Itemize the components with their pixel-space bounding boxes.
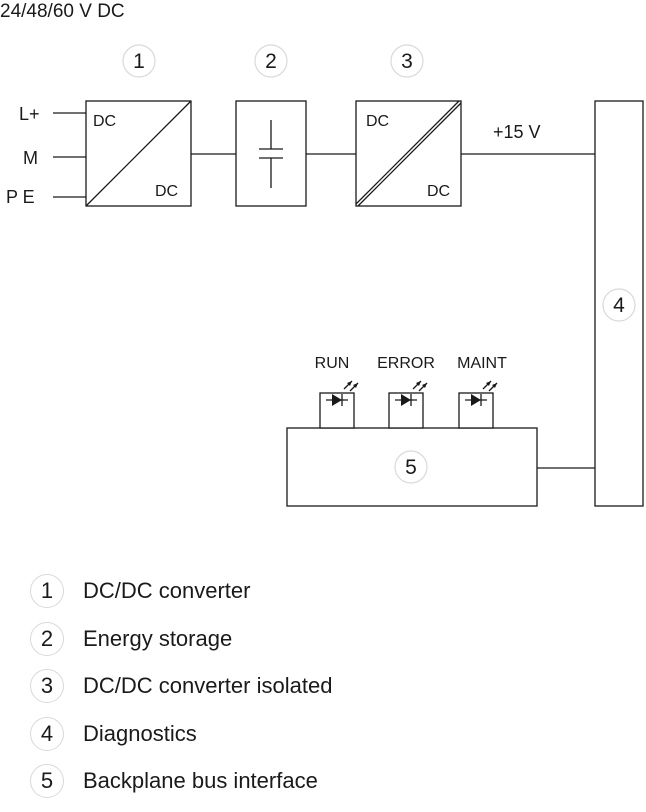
legend-number: 4 bbox=[30, 716, 64, 751]
led-run-icon bbox=[319, 380, 359, 429]
supply-voltage-label: 24/48/60 V DC bbox=[0, 1, 125, 22]
isolated-dcdc-converter-block: DC DC bbox=[355, 100, 462, 207]
led-maint-icon bbox=[458, 380, 498, 429]
callout-1-label: 1 bbox=[133, 50, 145, 73]
callout-2-label: 2 bbox=[265, 50, 277, 73]
rail-voltage-label: +15 V bbox=[493, 122, 541, 142]
legend-item: 1 DC/DC converter bbox=[30, 574, 630, 622]
callout-3-label: 3 bbox=[401, 50, 413, 73]
energy-storage-block bbox=[235, 100, 307, 207]
legend-number: 3 bbox=[30, 669, 64, 703]
legend-item: 5 Backplane bus interface bbox=[30, 764, 630, 812]
dcdc-converter-in-label: DC bbox=[93, 113, 116, 130]
legend-item: 4 Diagnostics bbox=[30, 716, 630, 765]
diagnostics-block: 4 bbox=[594, 100, 644, 507]
legend-item: 3 DC/DC converter isolated bbox=[30, 669, 630, 717]
dcdc-converter-block: DC DC bbox=[85, 100, 192, 207]
callout-5-label: 5 bbox=[405, 456, 417, 479]
callout-1: 1 bbox=[122, 44, 156, 78]
legend-number: 5 bbox=[30, 764, 64, 798]
legend: 1 DC/DC converter 2 Energy storage 3 DC/… bbox=[30, 574, 630, 812]
legend-number: 2 bbox=[30, 621, 64, 656]
legend-text: Diagnostics bbox=[83, 720, 197, 746]
legend-text: Energy storage bbox=[83, 625, 233, 651]
led-label-run: RUN bbox=[315, 355, 350, 372]
backplane-bus-interface-block: 5 bbox=[286, 427, 538, 507]
led-label-error: ERROR bbox=[377, 355, 435, 372]
input-label-pe: P E bbox=[6, 187, 35, 207]
block-diagram: 24/48/60 V DC L+ M P E 1 2 3 DC DC bbox=[0, 1, 644, 507]
dcdc-converter-out-label: DC bbox=[155, 183, 178, 200]
led-error-icon bbox=[388, 380, 428, 429]
capacitor-icon bbox=[259, 120, 283, 188]
legend-number: 1 bbox=[30, 574, 64, 608]
callout-3: 3 bbox=[390, 44, 424, 78]
isolated-converter-out-label: DC bbox=[427, 183, 450, 200]
input-label-m: M bbox=[23, 148, 38, 168]
legend-text: DC/DC converter isolated bbox=[83, 673, 333, 698]
input-label-lplus: L+ bbox=[19, 104, 40, 124]
callout-4-label: 4 bbox=[613, 294, 625, 317]
legend-item: 2 Energy storage bbox=[30, 621, 630, 670]
isolated-converter-in-label: DC bbox=[366, 113, 389, 130]
callout-2: 2 bbox=[254, 44, 288, 78]
led-label-maint: MAINT bbox=[457, 355, 507, 372]
legend-text: Backplane bus interface bbox=[83, 768, 318, 793]
legend-text: DC/DC converter bbox=[83, 578, 251, 603]
